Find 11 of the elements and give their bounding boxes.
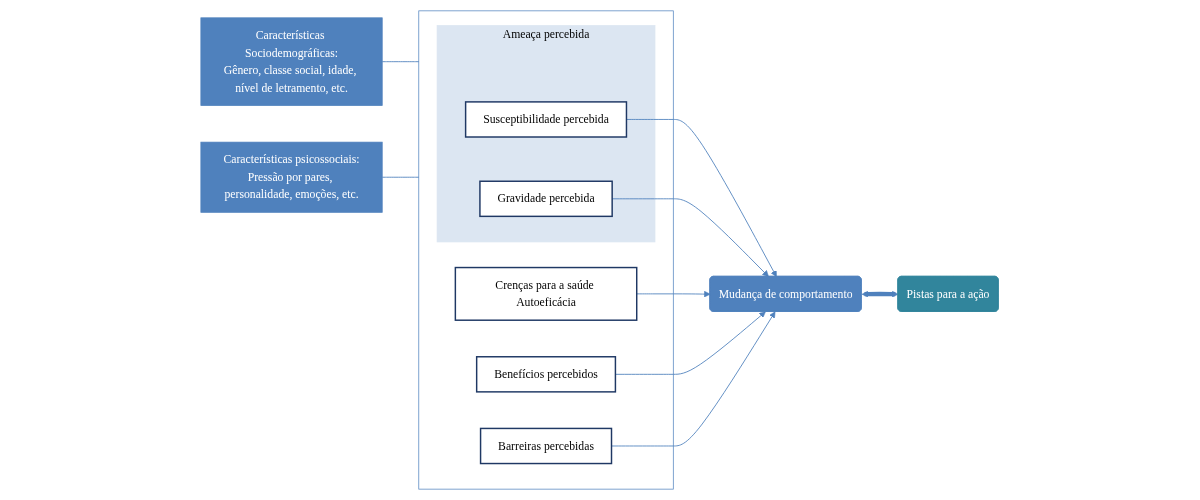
node-box: Barreiras percebidas [480, 427, 613, 465]
node-box: Benefícios percebidos [476, 356, 617, 393]
arrow [862, 290, 899, 298]
node-box: Gravidade percebida [479, 180, 614, 218]
node-box: Características Sociodemográficas: Gênero, classe social, idade, nível de letramento, etc. [200, 17, 384, 106]
node-box: Características psicossociais: Pressão por pares, personalidade, emoções, etc. [200, 141, 384, 213]
connector [382, 176, 420, 178]
connector [382, 61, 420, 63]
node-box: Susceptibilidade percebida [465, 101, 628, 138]
node-box: Crenças para a saúde Autoeficácia [455, 266, 638, 321]
cluster [418, 10, 675, 490]
